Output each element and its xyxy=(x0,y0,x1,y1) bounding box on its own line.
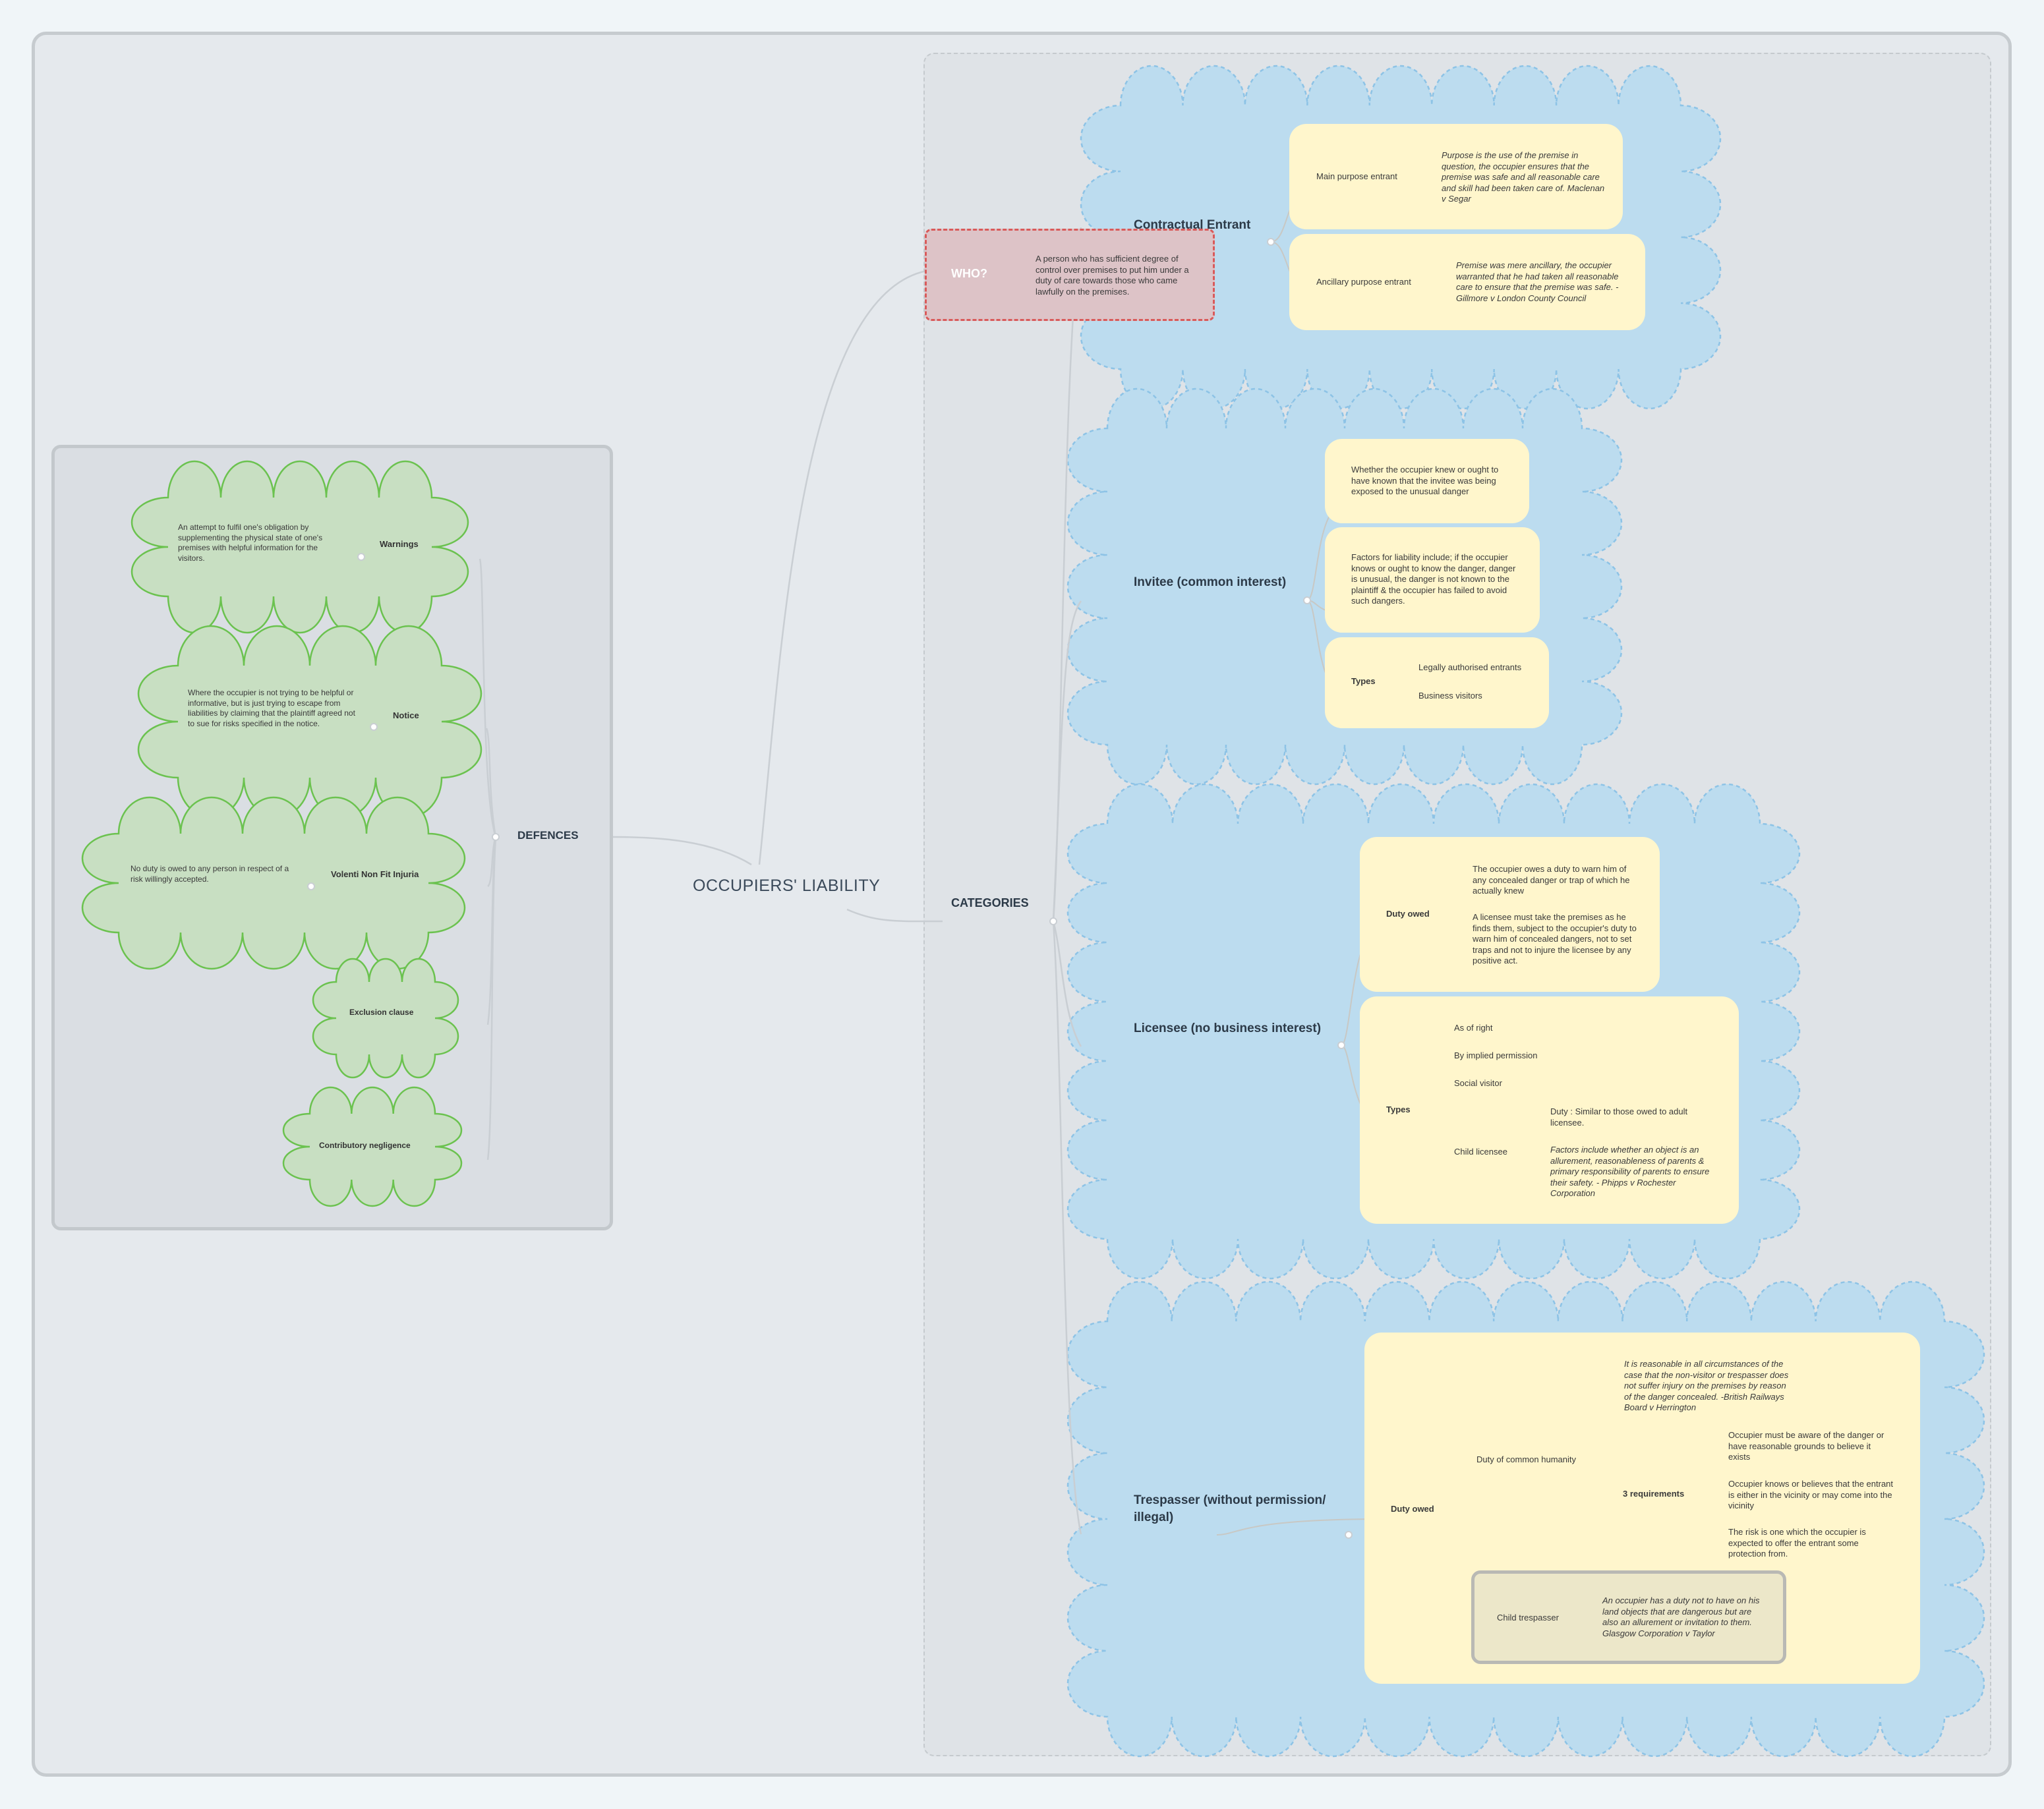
exclusion-cloud xyxy=(312,958,459,1079)
notice-description: Where the occupier is not trying to be h… xyxy=(188,688,355,728)
licensee-type-child[interactable]: Child licensee xyxy=(1454,1147,1507,1157)
who-description: A person who has sufficient degree of co… xyxy=(1036,254,1189,297)
duty-common-humanity-description: It is reasonable in all circumstances of… xyxy=(1624,1359,1789,1412)
volenti-cloud xyxy=(81,796,466,970)
who-label[interactable]: WHO? xyxy=(951,267,987,280)
trespasser-duty-label[interactable]: Duty owed xyxy=(1391,1504,1434,1514)
requirement-protection: The risk is one which the occupier is ex… xyxy=(1728,1527,1866,1559)
invitee-label[interactable]: Invitee (common interest) xyxy=(1134,575,1287,589)
connectors xyxy=(479,227,1082,1535)
defences-topic[interactable]: DEFENCES xyxy=(517,829,579,842)
licensee-type-as-of-right[interactable]: As of right xyxy=(1454,1023,1493,1033)
invitee-knowledge-text: Whether the occupier knew or ought to ha… xyxy=(1351,465,1499,496)
warnings-cloud xyxy=(131,460,469,634)
duty-common-humanity-label[interactable]: Duty of common humanity xyxy=(1476,1454,1577,1464)
ancillary-purpose-description: Premise was mere ancillary, the occupier… xyxy=(1456,260,1619,303)
volenti-label[interactable]: Volenti Non Fit Injuria xyxy=(331,869,419,879)
contractual-entrant-label[interactable]: Contractual Entrant xyxy=(1134,218,1251,232)
licensee-duty-take-premises: A licensee must take the premises as he … xyxy=(1473,912,1637,965)
licensee-duty-label[interactable]: Duty owed xyxy=(1386,909,1430,919)
licensee-types-card xyxy=(1360,996,1739,1224)
licensee-type-social-visitor[interactable]: Social visitor xyxy=(1454,1078,1502,1088)
invitee-types-card xyxy=(1325,637,1549,728)
exclusion-clause-label[interactable]: Exclusion clause xyxy=(349,1008,414,1017)
licensee-label[interactable]: Licensee (no business interest) xyxy=(1134,1021,1322,1035)
licensee-type-implied-permission[interactable]: By implied permission xyxy=(1454,1050,1538,1060)
main-purpose-label[interactable]: Main purpose entrant xyxy=(1316,171,1397,181)
ancillary-purpose-label[interactable]: Ancillary purpose entrant xyxy=(1316,277,1411,287)
child-trespasser-description: An occupier has a duty not to have on hi… xyxy=(1602,1595,1760,1638)
warnings-label[interactable]: Warnings xyxy=(380,539,419,549)
volenti-description: No duty is owed to any person in respect… xyxy=(131,864,289,884)
main-purpose-card xyxy=(1289,124,1623,229)
warnings-description: An attempt to fulfil one's obligation by… xyxy=(178,523,323,563)
invitee-factors-text: Factors for liability include; if the oc… xyxy=(1351,552,1516,606)
invitee-type-legally-authorised[interactable]: Legally authorised entrants xyxy=(1418,662,1522,672)
who-node[interactable] xyxy=(925,229,1215,321)
contributory-cloud xyxy=(282,1086,463,1207)
child-licensee-duty: Duty : Similar to those owed to adult li… xyxy=(1550,1106,1688,1128)
ancillary-purpose-card xyxy=(1289,234,1645,330)
child-licensee-factors: Factors include whether an object is an … xyxy=(1550,1145,1710,1198)
invitee-type-business-visitors[interactable]: Business visitors xyxy=(1418,691,1482,701)
three-requirements-label[interactable]: 3 requirements xyxy=(1623,1489,1685,1499)
licensee-types-label[interactable]: Types xyxy=(1386,1105,1411,1114)
notice-label[interactable]: Notice xyxy=(393,710,419,720)
child-trespasser-label[interactable]: Child trespasser xyxy=(1497,1613,1559,1622)
contributory-negligence-label[interactable]: Contributory negligence xyxy=(319,1141,411,1150)
child-trespasser-box xyxy=(1471,1570,1786,1664)
central-topic[interactable]: OCCUPIERS' LIABILITY xyxy=(693,876,881,895)
invitee-factors-card xyxy=(1325,527,1540,633)
requirement-aware-of-danger: Occupier must be aware of the danger or … xyxy=(1728,1430,1884,1462)
licensee-duty-warn: The occupier owes a duty to warn him of … xyxy=(1473,864,1630,896)
licensee-duty-card xyxy=(1360,837,1660,992)
invitee-knowledge-card xyxy=(1325,439,1529,523)
categories-topic[interactable]: CATEGORIES xyxy=(951,896,1029,909)
main-purpose-description: Purpose is the use of the premise in que… xyxy=(1442,150,1605,204)
trespasser-label[interactable]: Trespasser (without permission/ illegal) xyxy=(1134,1493,1326,1524)
requirement-entrant-vicinity: Occupier knows or believes that the entr… xyxy=(1728,1479,1894,1510)
invitee-types-label[interactable]: Types xyxy=(1351,676,1376,686)
notice-cloud xyxy=(137,625,482,818)
